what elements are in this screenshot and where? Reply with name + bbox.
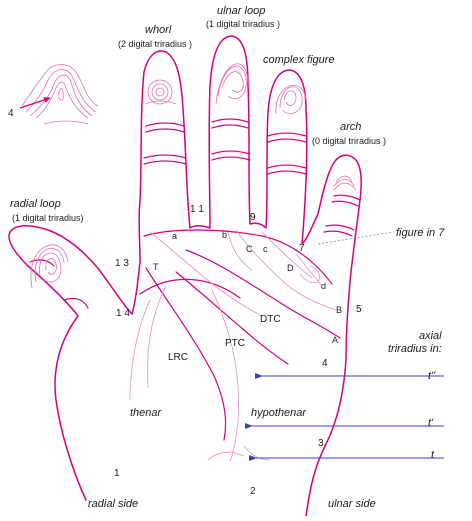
inset-arrow — [19, 97, 51, 109]
ridge-count-13: 1 3 — [115, 258, 129, 269]
hypothenar-label: hypothenar — [251, 407, 307, 419]
arch-pattern — [333, 175, 357, 191]
figure-in-7-label: figure in 7 — [396, 227, 445, 239]
ulnar-side-label: ulnar side — [328, 498, 376, 510]
axial-title-line2: triradius in: — [388, 343, 442, 355]
ulnar-loop-pattern — [215, 63, 249, 105]
triradius-B: B — [336, 305, 342, 315]
ridge-count-4: 4 — [322, 358, 328, 369]
complex-figure-pattern — [275, 84, 307, 115]
radial-loop-pattern — [30, 244, 69, 289]
triradius-A: A — [332, 335, 338, 345]
ridge-count-5: 5 — [356, 304, 362, 315]
thenar-label: thenar — [130, 407, 163, 419]
lrc-line — [145, 267, 227, 441]
dtc-label: DTC — [260, 314, 281, 325]
ridge-count-7: 7 — [299, 243, 305, 254]
ridge-count-11: 1 1 — [190, 204, 204, 215]
hand-outline — [8, 35, 362, 517]
dtc-line — [185, 249, 341, 339]
ptc-line — [175, 271, 289, 365]
ridge-count-3: 3 — [318, 438, 324, 449]
palm-creases — [139, 229, 341, 441]
inset-loop-pattern: 4 — [8, 64, 99, 125]
inset-number: 4 — [8, 108, 14, 119]
radial-loop-label: radial loop — [10, 198, 61, 210]
axial-t-label: t — [431, 449, 435, 461]
ridge-count-1: 1 — [114, 468, 120, 479]
ridge-count-14: 1 4 — [116, 308, 130, 319]
whorl-label: whorl — [145, 24, 172, 36]
ulnar-loop-triradius-label: (1 digital triradius ) — [206, 19, 280, 29]
axial-title-line1: axial — [419, 330, 442, 342]
finger-creases — [29, 118, 361, 309]
radial-side-label: radial side — [88, 498, 138, 510]
triradius-c: c — [263, 244, 268, 254]
triradius-D: D — [287, 263, 294, 273]
whorl-triradius-label: (2 digital triradius ) — [118, 39, 192, 49]
axial-arrows — [245, 373, 444, 461]
palmar-ridges — [129, 229, 337, 463]
ridge-count-2: 2 — [250, 486, 256, 497]
lrc-label: LRC — [168, 352, 188, 363]
complex-figure-label: complex figure — [263, 54, 335, 66]
whorl-pattern — [145, 79, 177, 105]
arch-triradius-label: (0 digital triradius ) — [312, 136, 386, 146]
axial-t1-label: t' — [428, 417, 434, 429]
figure-in-7-leader — [317, 231, 395, 245]
triradius-d: d — [321, 281, 326, 291]
triradius-a: a — [172, 231, 177, 241]
ridge-count-9: 9 — [250, 212, 256, 223]
triradius-T: T — [153, 262, 159, 272]
ptc-label: PTC — [225, 338, 245, 349]
ulnar-loop-label: ulnar loop — [217, 5, 265, 17]
triradius-b: b — [222, 230, 227, 240]
radial-loop-triradius-label: (1 digital triradius) — [12, 213, 84, 223]
arch-label: arch — [340, 121, 361, 133]
axial-t2-label: t'' — [428, 370, 436, 382]
triradius-C: C — [246, 244, 253, 254]
distal-transverse-crease — [143, 229, 333, 285]
proximal-transverse-crease — [139, 278, 241, 299]
